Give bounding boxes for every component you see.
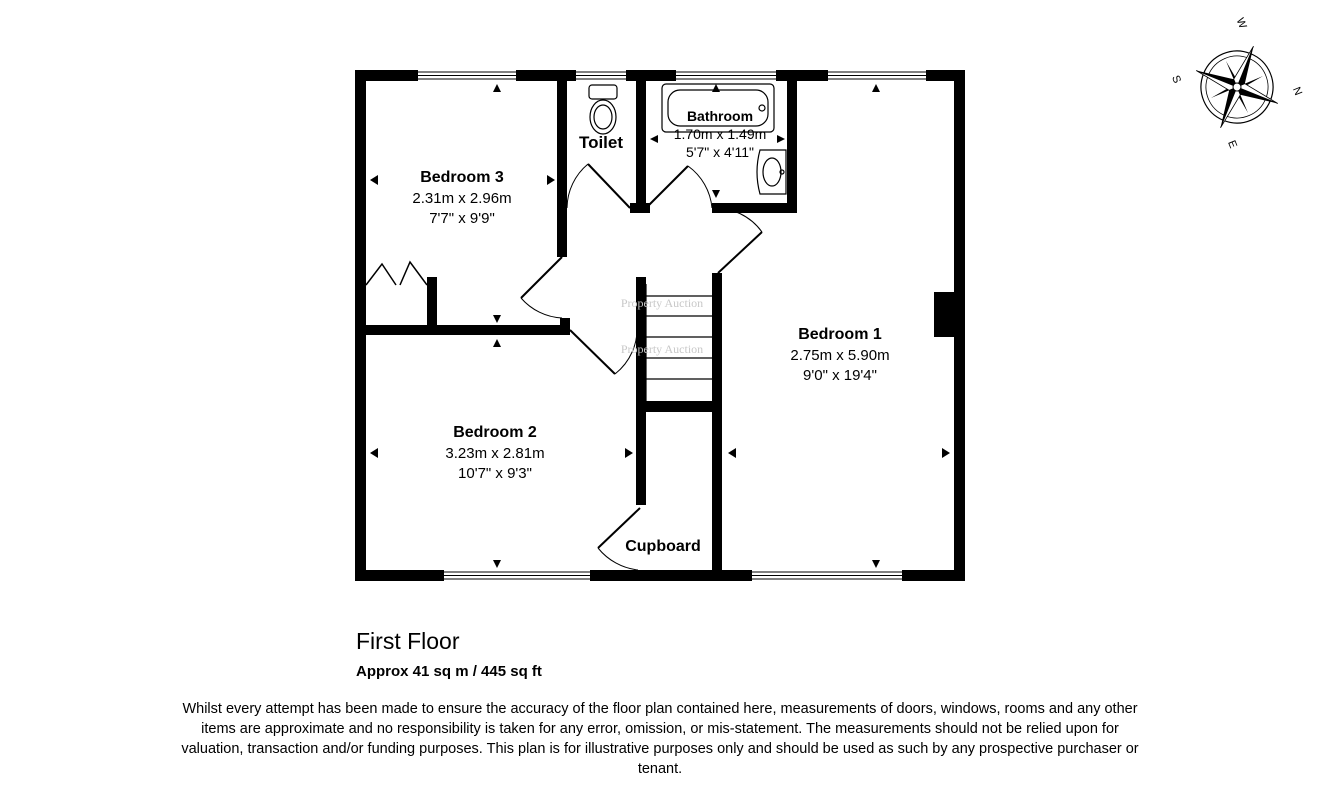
watermark-line1: Property Auction bbox=[621, 296, 703, 310]
compass-n: N bbox=[1290, 85, 1304, 97]
walls bbox=[355, 70, 965, 581]
wall-bath-right bbox=[787, 80, 797, 213]
compass-s: S bbox=[1169, 74, 1183, 85]
doors bbox=[365, 163, 763, 571]
bathroom-imperial: 5'7" x 4'11" bbox=[686, 144, 754, 160]
wall-stair-bottom bbox=[636, 401, 720, 412]
window-bathroom bbox=[676, 70, 776, 81]
wall-toilet-bath bbox=[636, 80, 646, 213]
door-toilet bbox=[566, 163, 631, 209]
toilet-name: Toilet bbox=[579, 133, 623, 152]
bedroom3-name: Bedroom 3 bbox=[420, 169, 504, 186]
disclaimer-text: Whilst every attempt has been made to en… bbox=[181, 701, 1139, 777]
watermark-line2: Property Auction bbox=[621, 342, 703, 356]
window-bedroom3 bbox=[418, 70, 516, 81]
floor-area: Approx 41 sq m / 445 sq ft bbox=[356, 663, 542, 680]
door-bedroom2 bbox=[569, 323, 638, 375]
wall-b3-bottom bbox=[355, 325, 570, 335]
compass-w: W bbox=[1234, 16, 1249, 31]
wall-toilet-stub bbox=[630, 203, 650, 213]
door-cupboard bbox=[597, 507, 641, 571]
cupboard-name: Cupboard bbox=[625, 538, 701, 555]
wall-b3-toilet bbox=[557, 80, 567, 257]
floor-plan: Bedroom 3 2.31m x 2.96m 7'7" x 9'9" Bedr… bbox=[355, 16, 1304, 581]
bedroom2-metric: 3.23m x 2.81m bbox=[445, 445, 544, 462]
floor-title: First Floor bbox=[356, 628, 460, 654]
window-bedroom2 bbox=[444, 570, 590, 581]
wall-stair-left bbox=[636, 277, 646, 505]
bedroom1-metric: 2.75m x 5.90m bbox=[790, 347, 889, 364]
door-bedroom3 bbox=[520, 256, 563, 319]
wall-bath-bottom bbox=[712, 203, 797, 213]
wall-wardrobe bbox=[427, 277, 437, 332]
bathroom-metric: 1.70m x 1.49m bbox=[674, 126, 767, 142]
door-bedroom1 bbox=[711, 207, 763, 274]
door-wardrobe bbox=[365, 260, 428, 286]
chimney-breast bbox=[934, 292, 956, 337]
wall-bottom bbox=[355, 570, 965, 581]
door-bathroom bbox=[645, 165, 713, 209]
wall-right bbox=[954, 70, 965, 581]
wall-top bbox=[355, 70, 965, 81]
compass-e: E bbox=[1225, 139, 1239, 150]
window-bedroom1-bottom bbox=[752, 570, 902, 581]
window-bedroom1-top bbox=[828, 70, 926, 81]
compass-main-points bbox=[1195, 45, 1279, 129]
wall-b3-bottom-right bbox=[560, 318, 570, 335]
bathroom-name: Bathroom bbox=[687, 108, 753, 124]
wall-stair-right bbox=[712, 273, 722, 581]
bedroom2-name: Bedroom 2 bbox=[453, 424, 537, 441]
window-toilet bbox=[576, 70, 626, 81]
bedroom2-imperial: 10'7" x 9'3" bbox=[458, 465, 532, 482]
stairs bbox=[645, 284, 712, 401]
dimension-arrows bbox=[370, 84, 950, 568]
bedroom3-imperial: 7'7" x 9'9" bbox=[429, 210, 495, 227]
bedroom1-name: Bedroom 1 bbox=[798, 326, 882, 343]
toilet-fixture bbox=[588, 84, 618, 135]
bedroom1-imperial: 9'0" x 19'4" bbox=[803, 367, 877, 384]
basin-fixture bbox=[756, 149, 787, 195]
bedroom3-metric: 2.31m x 2.96m bbox=[412, 190, 511, 207]
windows bbox=[418, 70, 926, 581]
compass-rose bbox=[1195, 45, 1279, 129]
